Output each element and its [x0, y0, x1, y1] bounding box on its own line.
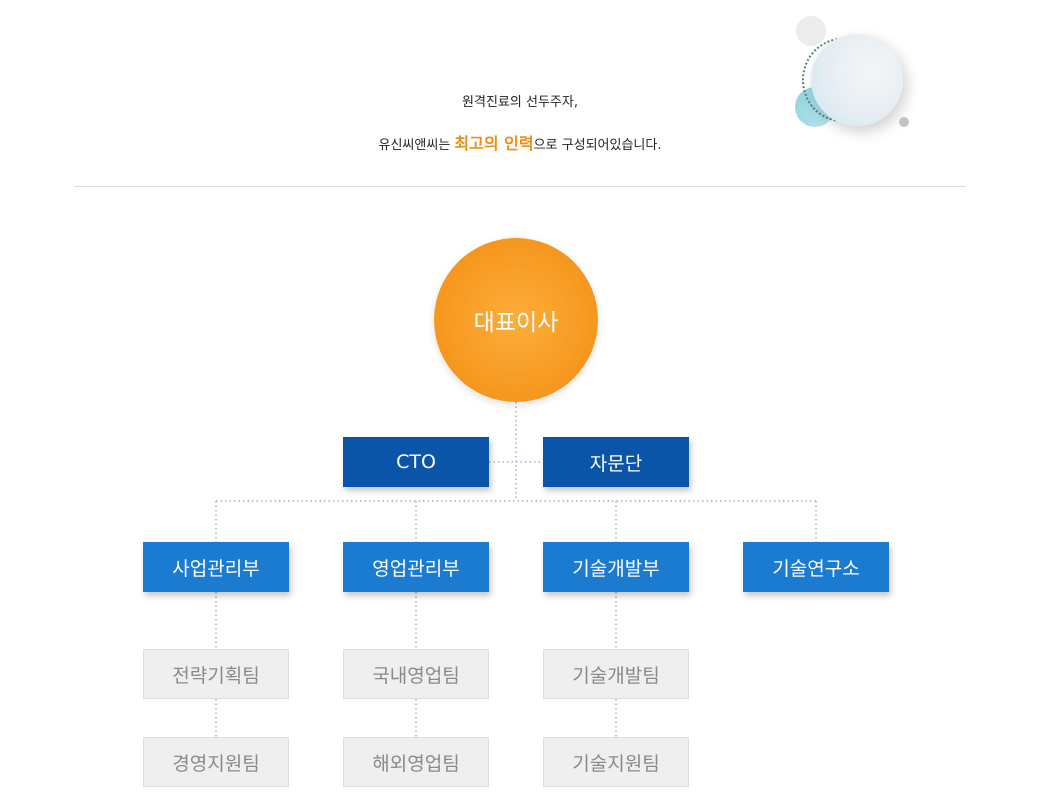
department-node-tech-development: 기술개발부	[543, 542, 689, 592]
department-node-sales-management: 영업관리부	[343, 542, 489, 592]
team-node: 전략기획팀	[143, 649, 289, 699]
team-label: 기술지원팀	[572, 752, 660, 775]
team-label: 경영지원팀	[172, 752, 260, 775]
ceo-node: 대표이사	[434, 238, 598, 402]
department-label: 기술연구소	[772, 557, 860, 580]
decorative-circle-gray	[796, 16, 826, 46]
intro-highlight: 최고의 인력	[454, 134, 534, 153]
ceo-label: 대표이사	[473, 310, 559, 336]
department-node-business-management: 사업관리부	[143, 542, 289, 592]
decorative-circle-main	[811, 34, 903, 126]
team-node: 기술개발팀	[543, 649, 689, 699]
team-node: 해외영업팀	[343, 737, 489, 787]
executive-label: 자문단	[589, 452, 643, 475]
team-node: 국내영업팀	[343, 649, 489, 699]
team-node: 경영지원팀	[143, 737, 289, 787]
team-label: 국내영업팀	[372, 664, 460, 687]
team-label: 전략기획팀	[172, 664, 260, 687]
team-node: 기술지원팀	[543, 737, 689, 787]
department-label: 기술개발부	[572, 557, 660, 580]
executive-label: CTO	[396, 451, 436, 473]
department-label: 영업관리부	[372, 557, 460, 580]
executive-node-advisory: 자문단	[543, 437, 689, 487]
divider	[74, 186, 966, 187]
intro-suffix: 으로 구성되어있습니다.	[533, 138, 662, 153]
team-label: 해외영업팀	[372, 752, 460, 775]
decorative-dot	[899, 117, 909, 127]
executive-node-cto: CTO	[343, 437, 489, 487]
intro-line-2: 유신씨앤씨는 최고의 인력으로 구성되어있습니다.	[0, 130, 1040, 154]
intro-line-1: 원격진료의 선두주자,	[462, 95, 578, 110]
intro-prefix: 유신씨앤씨는	[378, 138, 455, 153]
team-label: 기술개발팀	[572, 664, 660, 687]
department-label: 사업관리부	[172, 557, 260, 580]
department-node-research-lab: 기술연구소	[743, 542, 889, 592]
